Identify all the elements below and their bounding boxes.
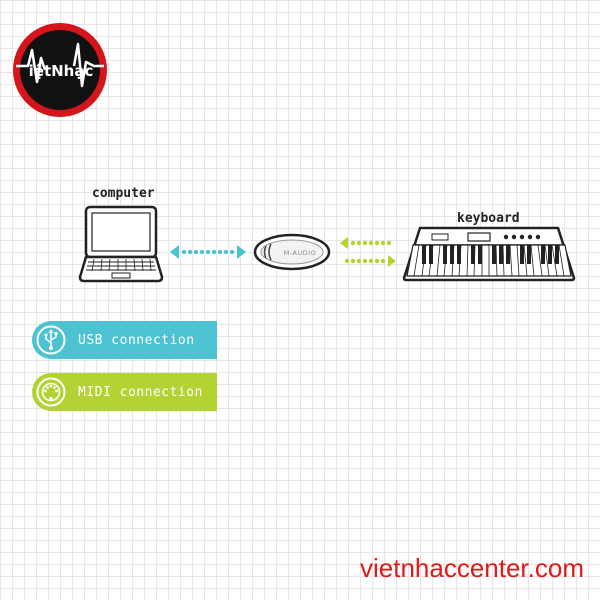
legend-midi-label: MIDI connection [78, 384, 203, 400]
midi-plug-icon [36, 377, 66, 407]
usb-icon [36, 325, 66, 355]
keyboard-icon [402, 226, 576, 282]
computer-label: computer [92, 186, 155, 201]
laptop-icon [78, 205, 164, 285]
legend-usb-label: USB connection [78, 332, 195, 348]
usb-connection-arrow [168, 240, 248, 264]
midi-interface-icon: M-AUDIO [252, 232, 332, 272]
website-link[interactable]: vietnhaccenter.com [359, 553, 584, 583]
keyboard-label: keyboard [457, 211, 520, 226]
legend-midi: MIDI connection [32, 373, 217, 411]
vietnhac-logo: iệtNhạc [10, 20, 110, 120]
logo-text: iệtNhạc [29, 62, 94, 80]
midi-connection-arrow [338, 234, 398, 270]
legend-usb: USB connection [32, 321, 217, 359]
interface-brand: M-AUDIO [284, 249, 317, 257]
